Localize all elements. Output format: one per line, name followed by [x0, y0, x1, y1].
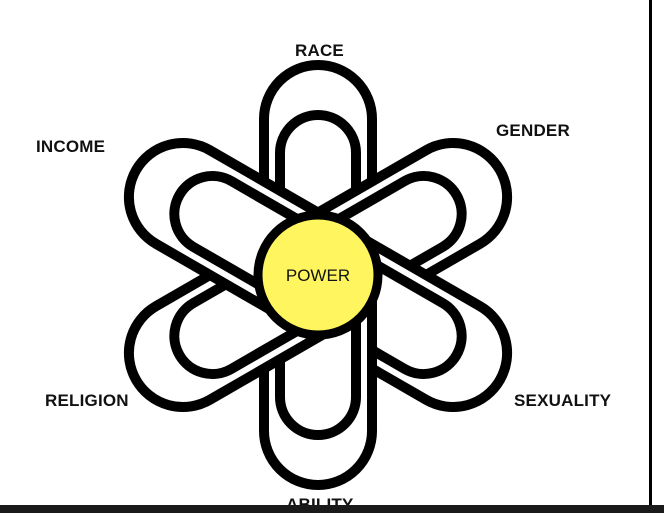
petal-label-income: INCOME: [36, 137, 106, 156]
power-center-circle: [253, 210, 383, 340]
petal-label-gender: GENDER: [496, 121, 570, 140]
slide-edge-line: [649, 0, 652, 513]
video-bottom-bar: [0, 505, 664, 513]
petal-label-sexuality: SEXUALITY: [514, 391, 612, 410]
petal-label-religion: RELIGION: [45, 391, 129, 410]
petal-label-race: RACE: [295, 41, 344, 60]
power-center-label: POWER: [286, 266, 350, 285]
